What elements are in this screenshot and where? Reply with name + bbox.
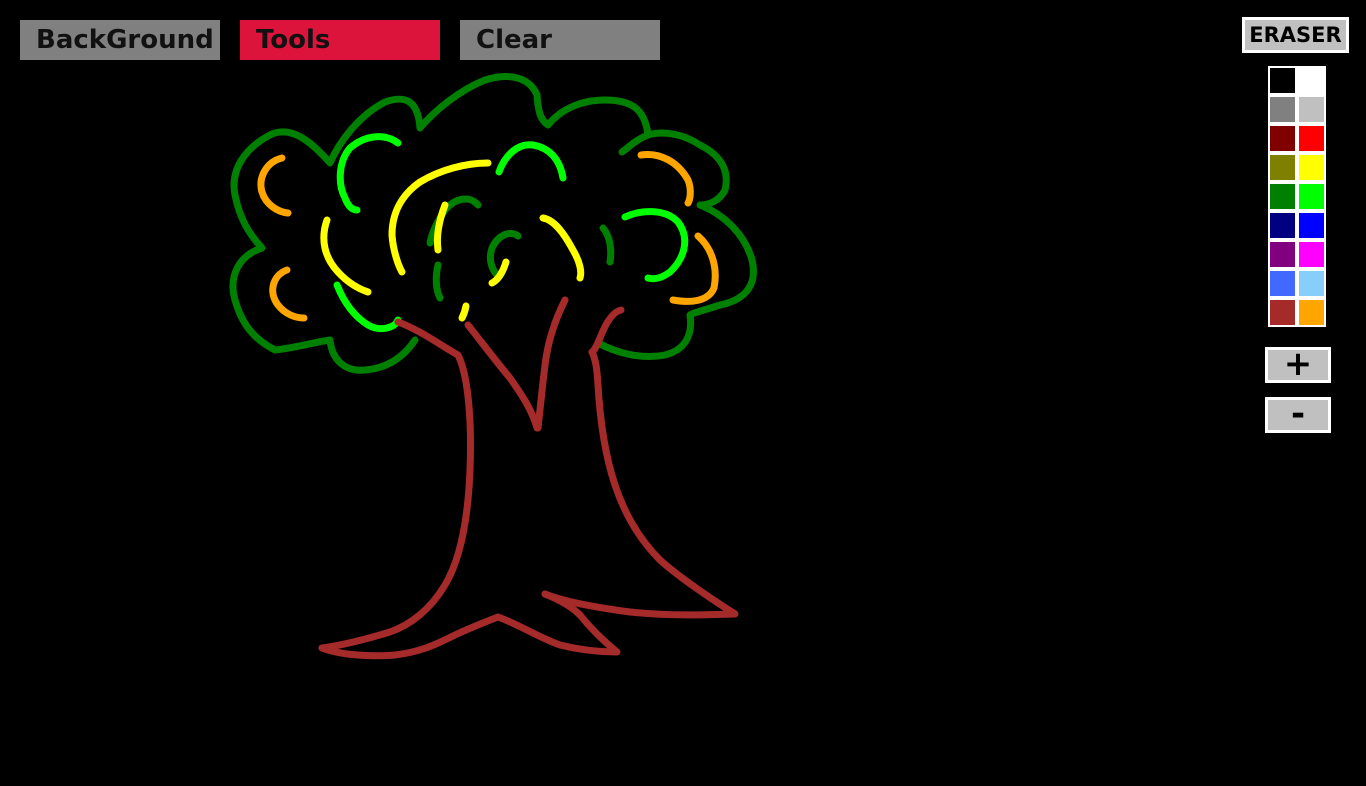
stroke-orange-1 [257, 154, 292, 217]
stroke-orange-3 [637, 150, 694, 207]
stroke-yellow-3 [539, 214, 585, 282]
color-swatch[interactable] [1270, 184, 1295, 209]
stroke-dark-swirl-3 [432, 261, 444, 302]
background-button[interactable]: BackGround [20, 20, 220, 60]
color-swatch[interactable] [1299, 242, 1324, 267]
stroke-light-green-3 [621, 208, 689, 283]
color-swatch[interactable] [1270, 97, 1295, 122]
decrease-brush-button[interactable]: - [1265, 397, 1331, 433]
color-swatch[interactable] [1299, 126, 1324, 151]
stroke-orange-4 [669, 232, 719, 305]
stroke-light-green-1 [336, 133, 402, 214]
color-palette [1268, 66, 1326, 327]
color-swatch[interactable] [1299, 155, 1324, 180]
stroke-yellow-5 [488, 258, 510, 287]
color-swatch[interactable] [1270, 242, 1295, 267]
stroke-canopy-outline-inner [618, 131, 652, 156]
color-swatch[interactable] [1270, 155, 1295, 180]
color-swatch[interactable] [1299, 300, 1324, 325]
stroke-yellow-1 [388, 159, 492, 276]
stroke-orange-2 [269, 266, 308, 322]
color-swatch[interactable] [1270, 126, 1295, 151]
stroke-trunk-base [318, 590, 621, 660]
color-swatch[interactable] [1299, 68, 1324, 93]
stroke-yellow-6 [458, 302, 470, 322]
color-swatch[interactable] [1270, 271, 1295, 296]
color-swatch[interactable] [1270, 213, 1295, 238]
increase-brush-button[interactable]: + [1265, 347, 1331, 383]
stroke-light-green-4 [333, 281, 402, 333]
eraser-button[interactable]: ERASER [1242, 17, 1349, 53]
stroke-yellow-2 [320, 216, 372, 296]
stroke-dark-swirl-4 [599, 224, 615, 266]
color-swatch[interactable] [1299, 184, 1324, 209]
stroke-trunk-inner-3 [588, 306, 625, 356]
color-swatch[interactable] [1270, 68, 1295, 93]
palette-grid [1270, 68, 1324, 325]
stroke-yellow-4 [434, 201, 449, 254]
stroke-canopy-outline [229, 73, 757, 374]
color-swatch[interactable] [1299, 213, 1324, 238]
stroke-dark-swirl-2 [486, 230, 522, 280]
color-swatch[interactable] [1299, 271, 1324, 296]
stroke-trunk-left [318, 318, 474, 652]
stroke-trunk-inner-1 [464, 321, 541, 432]
clear-button[interactable]: Clear [460, 20, 660, 60]
color-swatch[interactable] [1270, 300, 1295, 325]
color-swatch[interactable] [1299, 97, 1324, 122]
stroke-light-green-2 [495, 141, 567, 182]
tools-button[interactable]: Tools [240, 20, 440, 60]
stroke-trunk-inner-2 [534, 296, 569, 432]
stroke-trunk-right [541, 348, 739, 619]
